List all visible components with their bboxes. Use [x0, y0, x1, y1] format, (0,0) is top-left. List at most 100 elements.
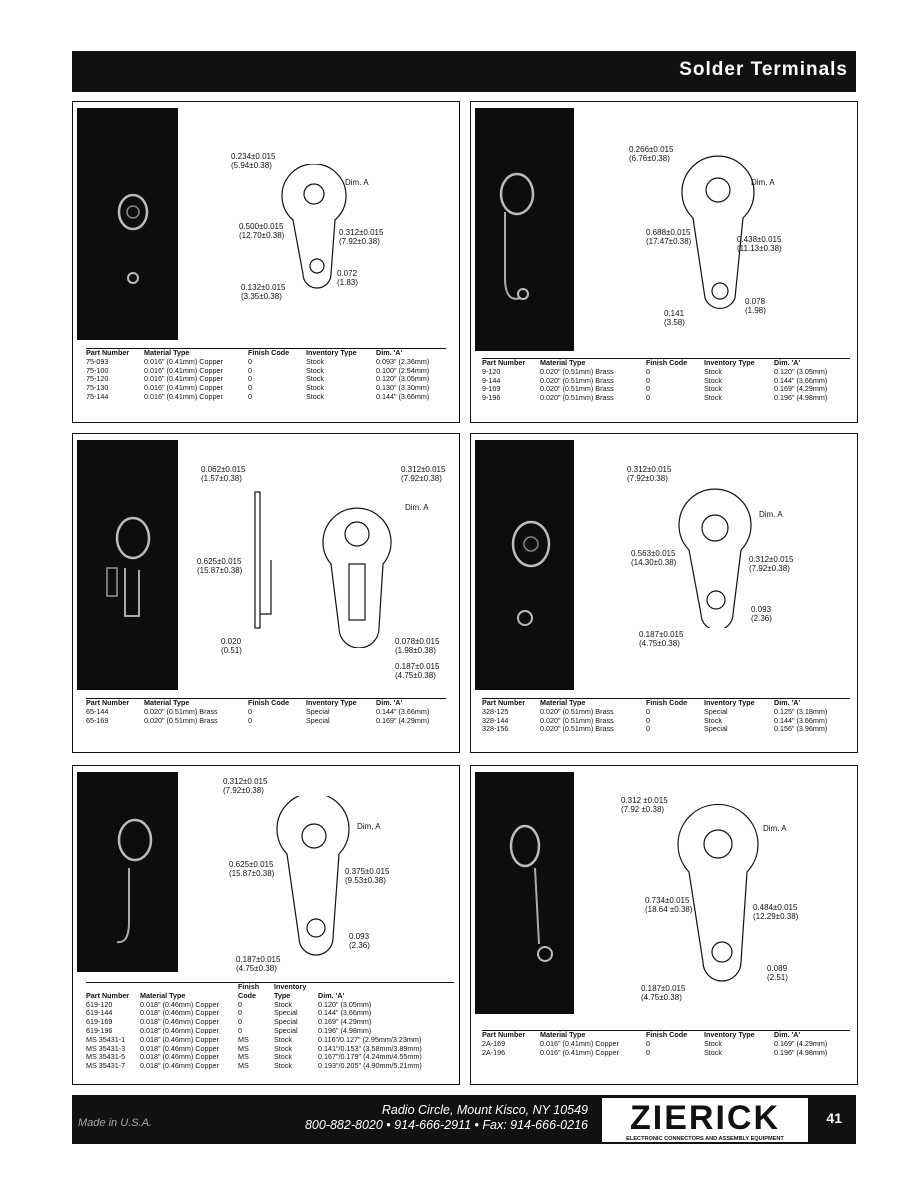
- col-finish: Finish Code: [646, 698, 688, 707]
- dim-a-label: Dim. A: [405, 503, 429, 512]
- table-cell: 0.144" (3.66mm): [376, 706, 430, 716]
- product-photo: [77, 108, 178, 340]
- col-part-number: Part Number: [86, 348, 130, 357]
- table-cell: Stock: [274, 1043, 292, 1053]
- footer-bar: Made in U.S.A. Radio Circle, Mount Kisco…: [72, 1095, 856, 1144]
- table-cell: 0.100" (2.54mm): [376, 365, 430, 375]
- table-cell: 0.169" (4.29mm): [774, 1038, 828, 1048]
- terminal-drawing: [681, 155, 755, 310]
- dimension-label: 0.132±0.015 (3.35±0.38): [241, 283, 286, 301]
- table-cell: 0.020" (0.51mm) Brass: [144, 715, 218, 725]
- col-inventory: Inventory Type: [306, 698, 357, 707]
- dim-a-label: Dim. A: [345, 178, 369, 187]
- spec-table: Part Number Material Type Finish Code In…: [482, 698, 850, 734]
- dim-a-label: Dim. A: [357, 822, 381, 831]
- table-cell: 0: [646, 715, 650, 725]
- dimension-label: 0.563±0.015 (14.30±0.38): [631, 549, 677, 567]
- zierick-logo-image: ZIERICK ELECTRONIC CONNECTORS AND ASSEMB…: [602, 1098, 808, 1142]
- table-cell: Stock: [704, 715, 722, 725]
- table-cell: 0.018" (0.46mm) Copper: [140, 1052, 219, 1062]
- table-cell: 619-169: [86, 1017, 113, 1027]
- table-cell: 619-196: [86, 1025, 113, 1035]
- table-cell: Stock: [704, 1047, 722, 1057]
- table-cell: 0: [248, 383, 252, 393]
- table-cell: 0.169" (4.29mm): [774, 384, 828, 394]
- table-cell: 0: [646, 366, 650, 376]
- table-cell: 0.169" (4.29mm): [376, 715, 430, 725]
- table-header-row: Part Number Material Type Finish Code In…: [482, 358, 850, 368]
- col-dim-a: Dim. 'A': [376, 348, 403, 357]
- table-cell: 0.016" (0.41mm) Copper: [540, 1047, 619, 1057]
- product-panel-619: 0.312±0.015 (7.92±0.38) Dim. A 0.625±0.0…: [72, 765, 460, 1085]
- table-header-row: Part Number Material Type Finish Code In…: [86, 698, 446, 708]
- col-material: Material Type: [540, 698, 586, 707]
- dimension-label: 0.312 ±0.015 (7.92 ±0.38): [621, 796, 668, 814]
- dimension-label: 0.625±0.015 (15.87±0.38): [229, 860, 275, 878]
- table-cell: 0.018" (0.46mm) Copper: [140, 1034, 219, 1044]
- table-cell: 0.156" (3.96mm): [774, 724, 828, 734]
- dimension-label: 0.312±0.015 (7.92±0.38): [339, 228, 384, 246]
- table-cell: MS: [238, 1061, 249, 1071]
- table-cell: 0.196" (4.98mm): [774, 1047, 828, 1057]
- product-photo: [77, 772, 178, 972]
- spec-table: Part Number Material Type Finish Code In…: [86, 348, 446, 402]
- table-header-row: Part Number Material Type Finish Code In…: [86, 348, 446, 358]
- col-material: Material Type: [144, 698, 190, 707]
- logo-wordmark: ZIERICK: [630, 1099, 780, 1137]
- table-cell: Special: [274, 1017, 298, 1027]
- table-cell: Stock: [306, 391, 324, 401]
- table-cell: 0.018" (0.46mm) Copper: [140, 1025, 219, 1035]
- table-header-row: Part Number Material Type Finish Code In…: [86, 982, 454, 1001]
- product-photo: [475, 108, 574, 351]
- table-header-row: Part Number Material Type Finish Code In…: [482, 698, 850, 708]
- table-cell: 75-100: [86, 365, 109, 375]
- table-cell: Special: [704, 706, 728, 716]
- table-cell: 9-144: [482, 375, 501, 385]
- table-cell: 0.018" (0.46mm) Copper: [140, 1017, 219, 1027]
- table-cell: Stock: [306, 383, 324, 393]
- table-cell: 0.016" (0.41mm) Copper: [144, 356, 223, 366]
- table-cell: 0: [238, 1025, 242, 1035]
- table-cell: 0.020" (0.51mm) Brass: [540, 375, 614, 385]
- terminal-drawing: [254, 491, 392, 648]
- table-cell: 9-120: [482, 366, 501, 376]
- table-cell: 0.016" (0.41mm) Copper: [144, 391, 223, 401]
- table-cell: 0.120" (3.05mm): [774, 366, 828, 376]
- table-cell: 0: [646, 1047, 650, 1057]
- col-part-number: Part Number: [482, 358, 526, 367]
- col-material: Material Type: [540, 358, 586, 367]
- made-in-label: Made in U.S.A.: [78, 1117, 152, 1129]
- table-cell: 75-120: [86, 374, 109, 384]
- table-cell: 9-196: [482, 393, 501, 403]
- table-cell: 0: [248, 391, 252, 401]
- dimension-label: 0.375±0.015 (9.53±0.38): [345, 867, 390, 885]
- table-cell: 0: [248, 356, 252, 366]
- table-cell: Special: [306, 715, 330, 725]
- col-material: Material Type: [144, 348, 190, 357]
- table-cell: Stock: [704, 375, 722, 385]
- table-cell: Stock: [274, 1052, 292, 1062]
- col-part-number: Part Number: [86, 698, 130, 707]
- col-finish: Finish Code: [646, 358, 688, 367]
- table-cell: 0.016" (0.41mm) Copper: [540, 1038, 619, 1048]
- dim-a-label: Dim. A: [751, 178, 775, 187]
- terminal-photo-image: [106, 516, 151, 617]
- dimension-label: 0.625±0.015 (15.87±0.38): [197, 557, 243, 575]
- col-finish: Finish Code: [238, 982, 260, 1000]
- table-cell: 0.120" (3.05mm): [376, 374, 430, 384]
- table-cell: 0.020" (0.51mm) Brass: [540, 724, 614, 734]
- table-cell: 0.018" (0.46mm) Copper: [140, 1008, 219, 1018]
- header-bar: Solder Terminals: [72, 51, 856, 92]
- table-cell: 328-144: [482, 715, 509, 725]
- page-title: Solder Terminals: [679, 59, 848, 80]
- table-cell: MS: [238, 1043, 249, 1053]
- dimension-label: 0.072 (1.83): [337, 269, 358, 287]
